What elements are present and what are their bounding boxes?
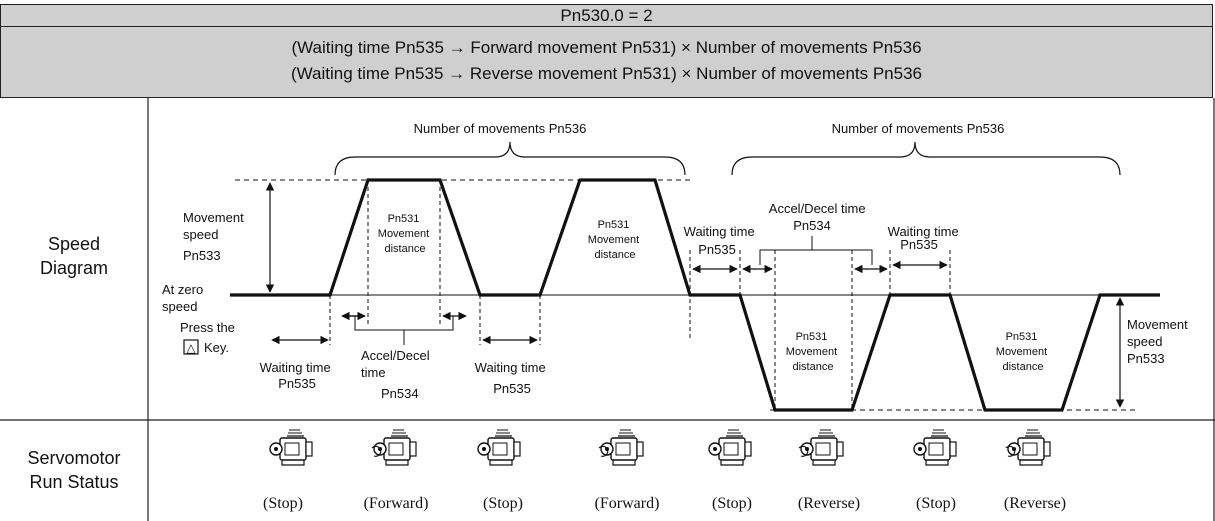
reverse-brace [731, 141, 1121, 176]
servomotor-icon-1 [269, 429, 313, 466]
brace-reverse-label: Number of movements Pn536 [832, 121, 1005, 136]
status-label-2: (Forward) [364, 495, 429, 512]
speed-diagram-label: Speed Diagram [39, 234, 109, 278]
status-label-5: (Stop) [712, 495, 752, 512]
status-label-1: (Stop) [263, 495, 303, 512]
movement-distance-label-1: Pn531 Movement distance [378, 213, 432, 255]
run-status-label: Servomotor Run Status [27, 448, 121, 492]
press-key-label: Press the [180, 320, 235, 335]
status-label-7: (Stop) [916, 495, 956, 512]
sequence-description: (Waiting time Pn535 → Forward movement P… [0, 26, 1213, 98]
servomotor-icon-5 [708, 429, 752, 466]
movement-distance-label-2: Pn531 Movement distance [588, 219, 642, 261]
servomotor-icon-2 [371, 429, 417, 466]
servomotor-icon-3 [477, 429, 521, 466]
up-key-icon [183, 339, 199, 355]
key-label: Key. [204, 340, 229, 355]
speed-profile-line [230, 178, 1160, 412]
movement-distance-label-4: Pn531 Movement distance [996, 331, 1050, 373]
reverse-arrow-icon [1005, 445, 1016, 457]
servomotor-icon-4 [598, 429, 644, 466]
movement-speed-left-label: Movement speed Pn533 [183, 210, 247, 263]
waiting-time-label-4: Waiting time Pn535 [888, 224, 963, 252]
movement-distance-label-3: Pn531 Movement distance [786, 331, 840, 373]
movement-speed-right-label: Movement speed Pn533 [1127, 317, 1191, 366]
waiting-time-label-2: Waiting time Pn535 [475, 360, 550, 396]
status-label-3: (Stop) [483, 495, 523, 512]
forward-arrow-icon [371, 445, 382, 457]
brace-forward-label: Number of movements Pn536 [414, 121, 587, 136]
svg-text:△: △ [186, 341, 196, 355]
waiting-time-label-3: Waiting time Pn535 [684, 224, 759, 257]
forward-arrow-icon [598, 445, 609, 457]
servomotor-icon-8 [1005, 429, 1051, 466]
servomotor-icon-6 [798, 429, 844, 466]
accel-decel-label-lower: Accel/Decel time Pn534 [361, 348, 433, 401]
reverse-sequence-text: (Waiting time Pn535 → Reverse movement P… [290, 64, 923, 83]
servomotor-icon-7 [913, 429, 957, 466]
forward-sequence-text: (Waiting time Pn535 → Forward movement P… [291, 38, 922, 57]
status-label-6: (Reverse) [798, 495, 860, 512]
accel-decel-label-upper: Accel/Decel time Pn534 [769, 201, 869, 233]
forward-brace [334, 141, 686, 176]
status-label-4: (Forward) [595, 495, 660, 512]
waiting-time-label-1: Waiting time Pn535 [260, 360, 335, 391]
status-label-8: (Reverse) [1004, 495, 1066, 512]
zero-speed-label: At zero speed [162, 282, 207, 314]
reverse-arrow-icon [798, 445, 809, 457]
